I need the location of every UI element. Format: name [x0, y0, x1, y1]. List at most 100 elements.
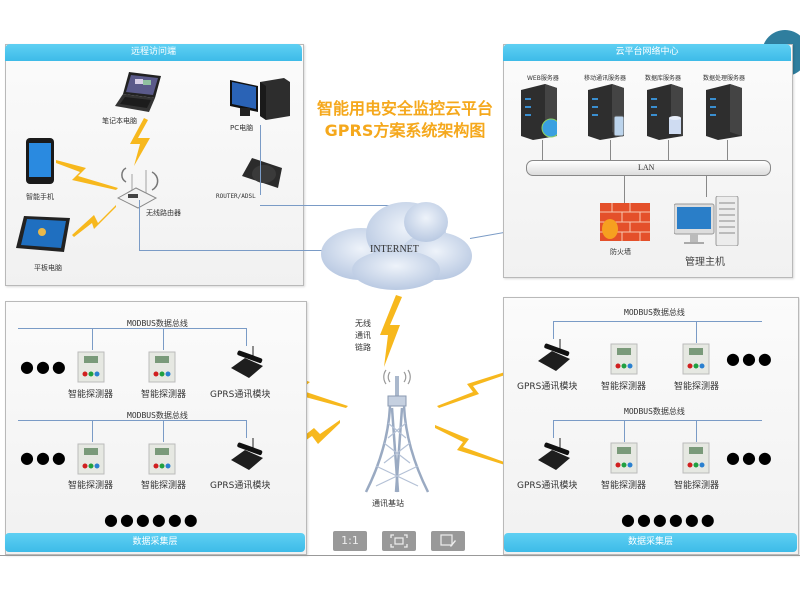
right-bus-1-drop-1	[553, 321, 554, 339]
mobile-server-label: 移动通讯服务器	[584, 75, 627, 82]
smartphone-icon	[26, 138, 54, 184]
remote-access-header: 远程访问端	[5, 44, 302, 61]
left-collection-footer: 数据采集层	[5, 533, 305, 552]
detector-icon	[77, 351, 105, 383]
actual-size-label: 1:1	[341, 534, 359, 547]
lightning-tower-right-bottom	[435, 425, 507, 465]
server-lan-connectors	[542, 140, 543, 160]
pc-label: PC电脑	[230, 124, 254, 132]
server-lan-connector-2	[610, 140, 611, 160]
tablet-icon	[16, 216, 70, 252]
data-processing-server-label: 数据处理服务器	[703, 75, 746, 82]
wireless-router-line	[139, 200, 140, 250]
gprs-module-icon	[538, 339, 570, 371]
cloud-center-header: 云平台网络中心	[503, 44, 791, 61]
right-bus-2-device-1-label: GPRS通讯模块	[517, 481, 578, 491]
bottom-divider	[0, 555, 800, 556]
wireless-router-label: 无线路由器	[146, 209, 181, 217]
right-collection-ellipsis: ●●●●●●	[621, 510, 717, 529]
web-server-label: WEB服务器	[527, 75, 559, 82]
detector-icon	[682, 343, 710, 375]
left-bus-1-drop-3	[246, 328, 247, 346]
base-station-tower-icon	[364, 369, 430, 493]
left-bus-2-drop-3	[246, 420, 247, 438]
lan-firewall-connector	[624, 175, 625, 203]
laptop-label: 笔记本电脑	[102, 117, 137, 125]
right-bus-2-ellipsis: ●●●	[726, 448, 774, 467]
right-bus-1-device-1-label: GPRS通讯模块	[517, 382, 578, 392]
right-bus-2-device-3-label: 智能探测器	[674, 481, 720, 491]
diagram-title-line1: 智能用电安全监控云平台	[316, 99, 493, 118]
actual-size-button[interactable]: 1:1	[333, 531, 367, 551]
left-bus-1-label: MODBUS数据总线	[127, 319, 188, 328]
right-bus-1-drop-2	[696, 321, 697, 343]
detector-icon	[610, 343, 638, 375]
diagram-title-line2: GPRS方案系统架构图	[324, 121, 486, 140]
detector-icon	[148, 443, 176, 475]
right-bus-2-device-2-label: 智能探测器	[601, 481, 647, 491]
firewall-label: 防火墙	[610, 248, 631, 256]
lan-admin-connector	[706, 175, 707, 197]
left-bus-1-line	[18, 328, 247, 329]
wireless-router-internet-line	[139, 250, 324, 251]
detector-icon	[610, 442, 638, 474]
right-bus-1-label: MODBUS数据总线	[624, 308, 685, 317]
right-bus-2-drop-1	[553, 420, 554, 438]
internet-cloud-icon	[321, 202, 472, 290]
wireless-router-icon	[116, 167, 159, 209]
detector-icon	[682, 442, 710, 474]
detector-icon	[77, 443, 105, 475]
left-bus-1-drop-2	[163, 328, 164, 350]
gprs-module-icon	[538, 438, 570, 470]
right-collection-panel	[503, 297, 799, 555]
left-bus-1-device-2-label: 智能探测器	[141, 390, 187, 400]
wireless-link-label-1: 无线	[355, 319, 371, 328]
lightning-tablet-router	[72, 205, 116, 237]
pc-icon	[230, 78, 290, 120]
left-bus-2-drop-1	[92, 420, 93, 442]
internet-label: INTERNET	[370, 244, 419, 255]
left-bus-2-label: MODBUS数据总线	[127, 411, 188, 420]
right-bus-1-device-3-label: 智能探测器	[674, 382, 720, 392]
edit-icon	[440, 534, 456, 547]
admin-host-label: 管理主机	[685, 257, 725, 268]
laptop-icon	[115, 72, 161, 112]
admin-host-icon	[674, 196, 739, 246]
left-bus-2-device-2-label: 智能探测器	[141, 481, 187, 491]
database-server-label: 数据库服务器	[645, 75, 682, 82]
lightning-cloud-tower	[380, 295, 402, 367]
wireless-link-label-2: 通讯	[355, 331, 371, 340]
right-bus-1-ellipsis: ●●●	[726, 349, 774, 368]
web-server-icon	[521, 84, 557, 140]
left-bus-1-device-1-label: 智能探测器	[68, 390, 114, 400]
base-station-label: 通讯基站	[372, 499, 404, 508]
left-bus-1-device-3-label: GPRS通讯模块	[210, 390, 271, 400]
left-bus-2-drop-2	[163, 420, 164, 442]
tablet-label: 平板电脑	[34, 264, 62, 272]
left-bus-2-device-1-label: 智能探测器	[68, 481, 114, 491]
lan-label: LAN	[638, 163, 655, 172]
router-internet-line	[260, 205, 400, 206]
lightning-phone-router	[56, 160, 118, 190]
left-bus-1-drop-1	[92, 328, 93, 350]
data-processing-server-icon	[706, 84, 742, 140]
mobile-server-icon	[588, 84, 624, 140]
right-bus-2-drop-2	[624, 420, 625, 442]
wireless-link-label-3: 链路	[355, 343, 371, 352]
router-adsl-icon	[242, 158, 282, 188]
detector-icon	[148, 351, 176, 383]
left-bus-2-device-3-label: GPRS通讯模块	[210, 481, 271, 491]
left-bus-1-ellipsis: ●●●	[20, 357, 68, 376]
smartphone-label: 智能手机	[26, 193, 54, 201]
right-bus-2-drop-3	[696, 420, 697, 442]
pc-router-line	[260, 125, 261, 195]
edit-button[interactable]	[431, 531, 465, 551]
lan-bus	[526, 160, 771, 176]
gprs-module-icon	[231, 438, 263, 470]
right-bus-2-line	[553, 420, 762, 421]
lightning-laptop-router	[130, 118, 150, 166]
left-collection-ellipsis: ●●●●●●	[104, 510, 200, 529]
fit-screen-icon	[390, 534, 408, 548]
database-server-icon	[647, 84, 683, 140]
fit-screen-button[interactable]	[382, 531, 416, 551]
